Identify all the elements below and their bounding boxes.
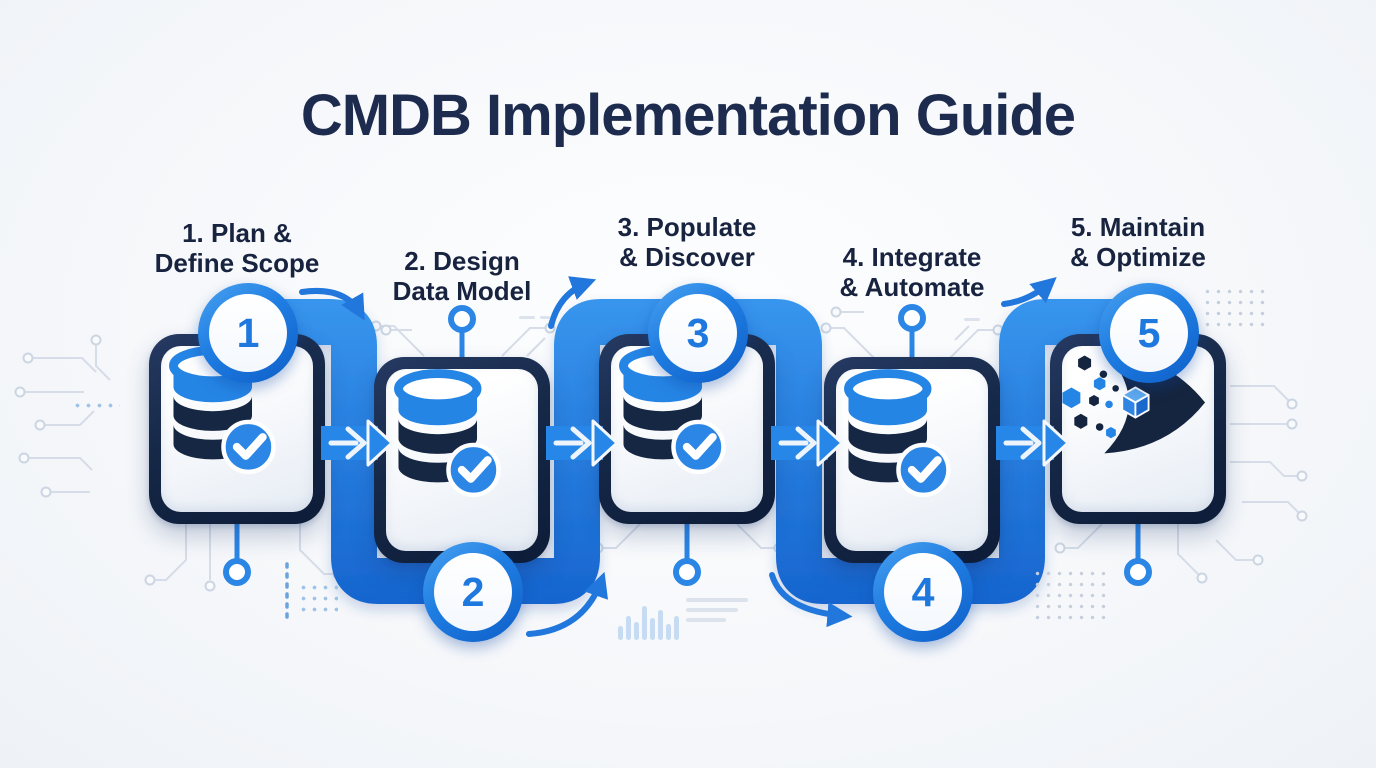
database-check-icon bbox=[394, 369, 501, 498]
step-badge-2: 2 bbox=[423, 542, 523, 642]
step-label-line: 5. Maintain bbox=[1070, 212, 1206, 242]
step-number: 2 bbox=[461, 568, 485, 615]
dot-grid-decoration bbox=[1202, 286, 1272, 332]
dot-grid-decoration bbox=[72, 400, 120, 412]
dot-grid-decoration bbox=[1032, 568, 1106, 622]
database-check-icon bbox=[844, 369, 951, 498]
step-label-4: 4. Integrate & Automate bbox=[772, 242, 1052, 303]
step-label-1: 1. Plan & Define Scope bbox=[97, 218, 377, 279]
step-label-line: 1. Plan & bbox=[182, 218, 292, 248]
step-label-line: 4. Integrate bbox=[842, 242, 982, 272]
step-badge-1: 1 bbox=[198, 283, 298, 383]
page-title: CMDB Implementation Guide bbox=[300, 83, 1076, 148]
step-number: 5 bbox=[1137, 309, 1161, 356]
step-badge-5: 5 bbox=[1099, 283, 1199, 383]
step-label-3: 3. Populate & Discover bbox=[547, 212, 827, 273]
step-label-line: & Discover bbox=[619, 242, 755, 273]
step-badge-4: 4 bbox=[873, 542, 973, 642]
step-badge-3: 3 bbox=[648, 283, 748, 383]
step-label-line: 3. Populate bbox=[617, 212, 757, 242]
step-label-line: Data Model bbox=[392, 276, 532, 307]
step-number: 4 bbox=[911, 568, 935, 615]
dot-grid-decoration bbox=[298, 582, 338, 616]
step-card-4 bbox=[824, 357, 1000, 563]
swoosh-arrow-4 bbox=[769, 572, 853, 628]
step-label-line: Define Scope bbox=[154, 248, 320, 279]
step-label-line: 2. Design bbox=[404, 246, 520, 276]
step-label-line: & Automate bbox=[839, 272, 985, 303]
step-label-line: & Optimize bbox=[1070, 242, 1206, 273]
equalizer-bars-decoration bbox=[618, 606, 679, 640]
step-number: 1 bbox=[236, 309, 260, 356]
step-card-2 bbox=[374, 357, 550, 563]
swoosh-arrow-3 bbox=[526, 571, 609, 637]
step-label-5: 5. Maintain & Optimize bbox=[998, 212, 1278, 273]
step-number: 3 bbox=[686, 309, 710, 356]
